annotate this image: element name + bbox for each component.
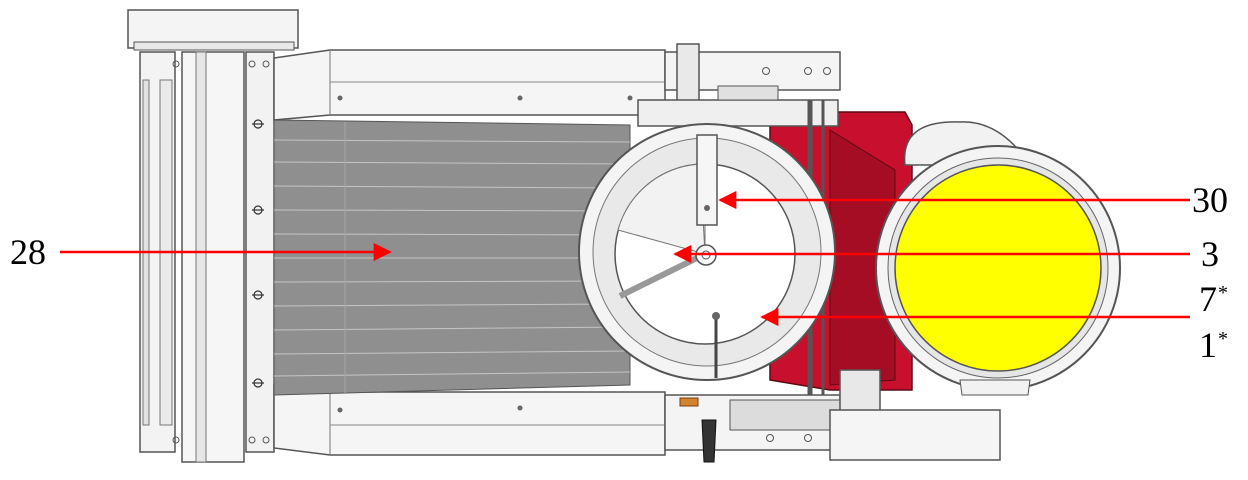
callout-label-7: 7* (1199, 281, 1228, 317)
label-28-text: 28 (10, 232, 46, 272)
rotating-disc (578, 123, 836, 381)
callout-label-28: 28 (10, 234, 46, 270)
bottom-rail (273, 384, 666, 456)
yellow-lens (894, 164, 1102, 372)
filter-stack (273, 119, 631, 396)
label-1-text: 1 (1199, 325, 1217, 365)
left-frame (139, 51, 275, 463)
label-1-asterisk: * (1218, 328, 1228, 350)
callout-label-3: 3 (1201, 236, 1219, 272)
label-3-text: 3 (1201, 234, 1219, 274)
bottom-bracket (664, 369, 1001, 463)
label-7-text: 7 (1199, 279, 1217, 319)
callout-label-30: 30 (1192, 182, 1228, 218)
callout-arrows (60, 190, 1190, 327)
top-bracket (637, 43, 841, 127)
label-7-asterisk: * (1218, 282, 1228, 304)
top-rail (273, 49, 666, 121)
callout-label-1: 1* (1199, 327, 1228, 363)
top-plate (127, 9, 299, 51)
lens-housing (875, 121, 1121, 396)
label-30-text: 30 (1192, 180, 1228, 220)
